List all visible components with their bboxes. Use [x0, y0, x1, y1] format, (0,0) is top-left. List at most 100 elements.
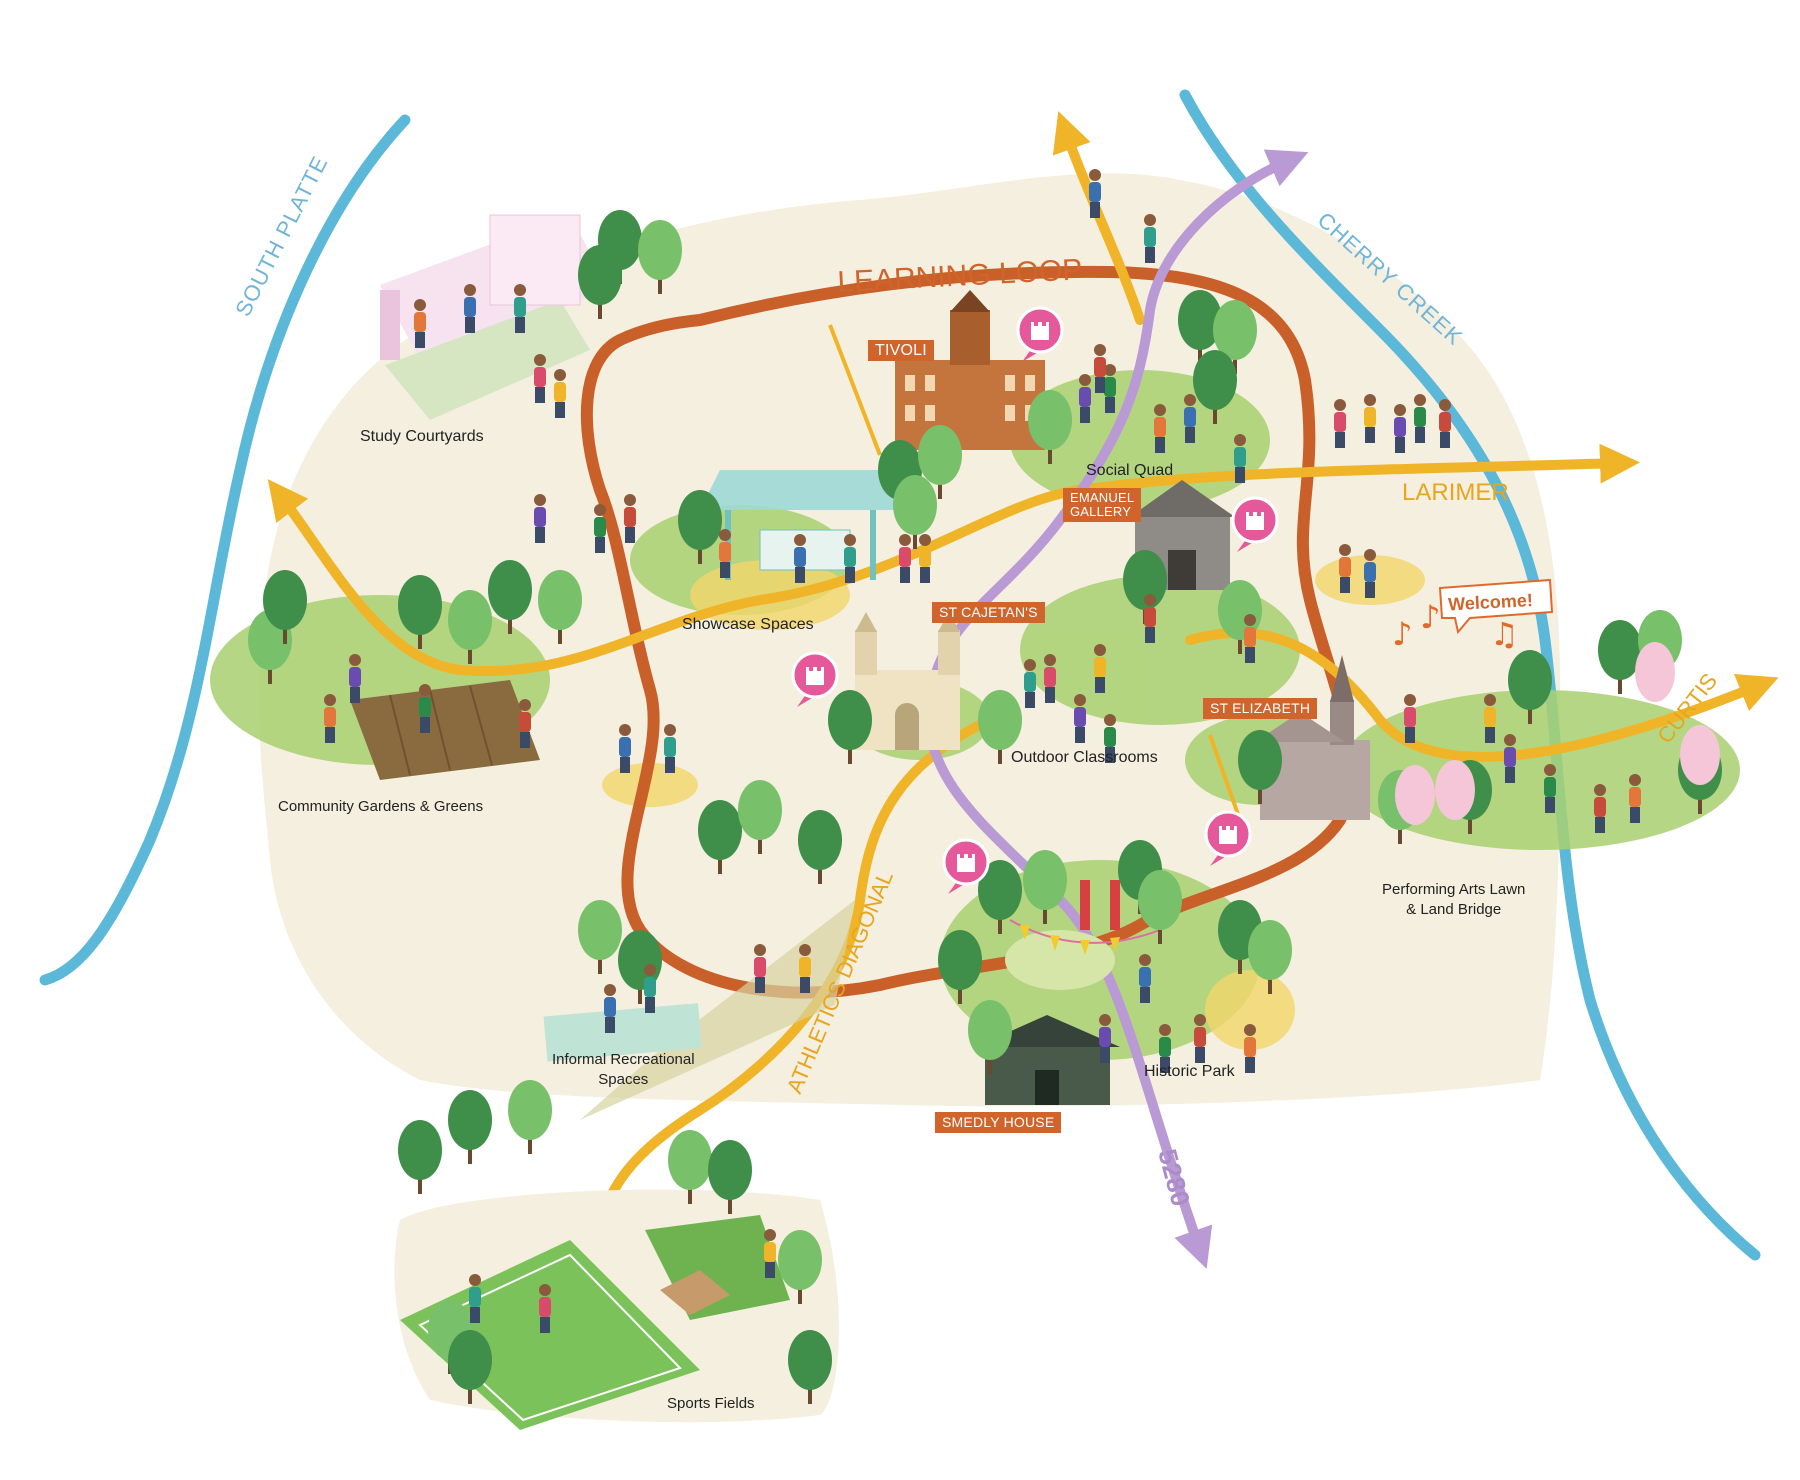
person-figure	[1594, 784, 1606, 833]
music-note-icon: ♫	[1490, 615, 1519, 653]
person-figure	[594, 504, 606, 553]
person-figure	[1244, 1024, 1256, 1073]
outdoor-classrooms-label: Outdoor Classrooms	[1011, 749, 1158, 766]
person-figure	[519, 699, 531, 748]
tree-icon	[448, 1090, 492, 1164]
person-figure	[1104, 364, 1116, 413]
person-figure	[1364, 549, 1376, 598]
person-figure	[664, 724, 676, 773]
person-figure	[799, 944, 811, 993]
person-figure	[754, 944, 766, 993]
person-figure	[1094, 344, 1106, 393]
person-figure	[1159, 1024, 1171, 1073]
blossom-tree-icon	[1680, 725, 1720, 785]
person-figure	[794, 534, 806, 583]
tree-icon	[668, 1130, 712, 1204]
tree-icon	[1598, 620, 1642, 694]
person-figure	[464, 284, 476, 333]
person-figure	[1194, 1014, 1206, 1063]
performing-arts-line1: Performing Arts Lawn	[1382, 881, 1526, 898]
person-figure	[1184, 394, 1196, 443]
tree-icon	[1178, 290, 1222, 364]
tree-icon	[508, 1080, 552, 1154]
person-figure	[644, 964, 656, 1013]
tree-icon	[1028, 390, 1072, 464]
tree-icon	[828, 690, 872, 764]
person-figure	[534, 354, 546, 403]
person-figure	[534, 494, 546, 543]
larimer-label: LARIMER	[1402, 479, 1509, 506]
person-figure	[1439, 399, 1451, 448]
person-figure	[1154, 404, 1166, 453]
tivoli-tag: TIVOLI	[868, 340, 934, 361]
person-figure	[554, 369, 566, 418]
tree-icon	[1023, 850, 1067, 924]
cherry-creek-river	[1179, 89, 1761, 1261]
person-figure	[414, 299, 426, 348]
tree-icon	[698, 800, 742, 874]
person-figure	[719, 529, 731, 578]
tree-icon	[1248, 920, 1292, 994]
trees	[248, 210, 1722, 1404]
person-figure	[624, 494, 636, 543]
person-figure	[514, 284, 526, 333]
person-figure	[539, 1284, 551, 1333]
south-platte-river	[39, 114, 411, 986]
tree-icon	[638, 220, 682, 294]
tree-icon	[1193, 350, 1237, 424]
person-figure	[1629, 774, 1641, 823]
tree-icon	[738, 780, 782, 854]
person-figure	[1074, 694, 1086, 743]
welcome-sign: Welcome!	[1448, 590, 1534, 614]
study-courtyards-label: Study Courtyards	[360, 428, 484, 445]
tree-icon	[968, 1000, 1012, 1074]
person-figure	[1099, 1014, 1111, 1063]
person-figure	[1339, 544, 1351, 593]
tree-icon	[398, 1120, 442, 1194]
person-figure	[1334, 399, 1346, 448]
emanuel-gallery-line1: EMANUEL	[1070, 490, 1135, 505]
athletics-diagonal-band	[580, 900, 855, 1120]
person-figure	[1079, 374, 1091, 423]
person-figure	[1089, 169, 1101, 218]
person-figure	[844, 534, 856, 583]
route-5280-label: 5280	[1152, 1146, 1196, 1210]
informal-recreation-line1: Informal Recreational	[552, 1051, 695, 1068]
person-figure	[1394, 404, 1406, 453]
south-platte-label: SOUTH PLATTE	[230, 152, 332, 321]
person-figure	[1094, 644, 1106, 693]
st-elizabeth-connector	[1208, 734, 1242, 821]
tree-icon	[778, 1230, 822, 1304]
tree-icon	[938, 930, 982, 1004]
music-notes: ♪ ♪ ♫	[1392, 598, 1519, 653]
tree-icon	[398, 575, 442, 649]
person-figure	[1544, 764, 1556, 813]
blossom-tree-icon	[1395, 765, 1435, 825]
music-note-icon: ♪	[1420, 598, 1440, 636]
community-gardens-label: Community Gardens & Greens	[278, 798, 484, 815]
person-figure	[1104, 714, 1116, 763]
person-figure	[899, 534, 911, 583]
tree-icon	[788, 1330, 832, 1404]
st-elizabeth-church	[1255, 655, 1370, 820]
recreation-mat	[543, 1003, 702, 1062]
tree-icon	[978, 690, 1022, 764]
smedly-house-tag: SMEDLY HOUSE	[935, 1112, 1062, 1133]
informal-recreation-line2: Spaces	[598, 1071, 649, 1088]
landmark-pin-icon	[942, 838, 990, 894]
music-note-icon: ♪	[1392, 615, 1412, 653]
people-figures	[324, 169, 1641, 1333]
blossom-tree-icon	[1635, 642, 1675, 702]
tree-icon	[538, 570, 582, 644]
person-figure	[1414, 394, 1426, 443]
st-cajetans-church	[855, 612, 960, 750]
tree-icon	[1238, 730, 1282, 804]
tree-icon	[978, 860, 1022, 934]
historic-park-label: Historic Park	[1144, 1063, 1235, 1080]
landmark-pin-icon	[1016, 306, 1064, 362]
person-figure	[1144, 594, 1156, 643]
person-figure	[419, 684, 431, 733]
person-figure	[1139, 954, 1151, 1003]
garden-beds	[350, 680, 540, 780]
